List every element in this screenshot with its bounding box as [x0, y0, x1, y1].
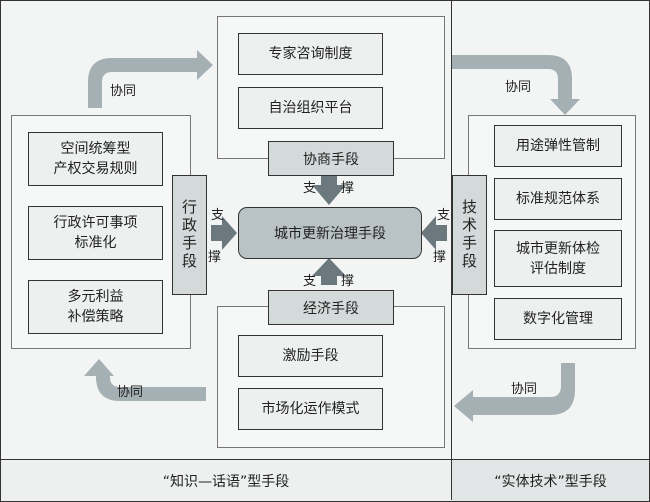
synergy-arrow-left-to-top [88, 50, 213, 108]
support-bottom-char-1: 支 [303, 274, 317, 289]
synergy-label-top-right: 协同 [505, 80, 532, 95]
tag-administrative: 行政手段 [172, 175, 207, 295]
support-arrow-left [211, 216, 237, 250]
support-top-char-2: 撑 [341, 181, 355, 196]
bottom-item-market-operation: 市场化运作模式 [238, 388, 383, 430]
bottom-item-incentives: 激励手段 [238, 335, 383, 377]
synergy-arrow-top-to-right [452, 55, 580, 115]
support-right-char-1: 支 [437, 208, 451, 223]
tag-economic: 经济手段 [268, 290, 394, 325]
support-left-char-1: 支 [211, 208, 225, 223]
synergy-arrow-right-to-bottom [454, 363, 575, 422]
left-item-spatial-property-rules: 空间统筹型 产权交易规则 [28, 132, 163, 186]
right-item-digital-management: 数字化管理 [494, 298, 622, 340]
synergy-label-bottom-left: 协同 [117, 385, 144, 400]
left-item-benefit-compensation: 多元利益 补偿策略 [28, 280, 163, 334]
right-item-standards-system: 标准规范体系 [494, 178, 622, 220]
right-item-flexible-use-control: 用途弹性管制 [494, 125, 622, 167]
right-item-renewal-assessment: 城市更新体检 评估制度 [494, 230, 622, 287]
top-item-self-governance: 自治组织平台 [238, 87, 383, 129]
footer-physical-technology: “实体技术”型手段 [452, 460, 649, 501]
support-left-char-2: 撑 [208, 250, 222, 265]
support-bottom-char-2: 撑 [341, 274, 355, 289]
tag-negotiation: 协商手段 [268, 141, 394, 176]
support-arrow-top [312, 174, 346, 205]
footer-knowledge-discourse: “知识—话语”型手段 [1, 460, 451, 501]
top-item-expert-consulting: 专家咨询制度 [238, 33, 383, 75]
synergy-arrow-bottom-to-left [84, 359, 206, 401]
support-arrow-right [421, 216, 447, 250]
category-divider [451, 0, 452, 500]
support-arrow-bottom [312, 258, 346, 285]
center-urban-renewal-governance: 城市更新治理手段 [238, 207, 422, 259]
tag-technical: 技术手段 [452, 175, 487, 295]
support-top-char-1: 支 [303, 181, 317, 196]
left-item-admin-permit: 行政许可事项 标准化 [28, 206, 163, 260]
synergy-label-left-top: 协同 [110, 84, 137, 99]
support-right-char-2: 撑 [433, 250, 447, 265]
footer-divider [0, 459, 650, 460]
synergy-label-right-bottom: 协同 [511, 382, 538, 397]
